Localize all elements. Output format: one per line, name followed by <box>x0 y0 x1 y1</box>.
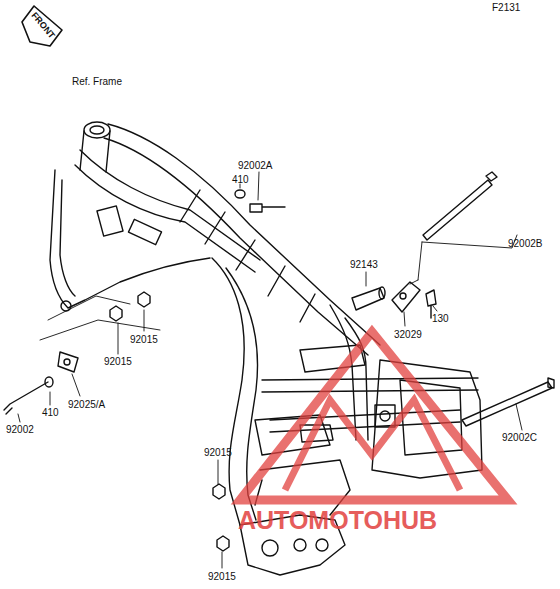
callout-number: 92002A <box>238 160 272 171</box>
callout-number: 92002C <box>502 432 537 443</box>
callout-number: 92025/A <box>68 399 105 410</box>
reference-label: Ref. Frame <box>72 76 122 87</box>
callout-number: 410 <box>232 174 249 185</box>
callout-number: 92015 <box>104 356 132 367</box>
callout-number: 92015 <box>204 447 232 458</box>
callout-number: 92002B <box>508 238 542 249</box>
watermark-logo <box>240 332 508 500</box>
callout-number: 92015 <box>130 334 158 345</box>
callout-number: 92143 <box>350 259 378 270</box>
front-arrow <box>22 6 62 46</box>
callout-number: 410 <box>42 407 59 418</box>
callout-number: 130 <box>432 313 449 324</box>
callout-number: 92002 <box>6 424 34 435</box>
callout-number: 32029 <box>394 329 422 340</box>
figure-code: F2131 <box>492 2 520 13</box>
callout-number: 92015 <box>208 571 236 582</box>
watermark-text: AUTOMOTOHUB <box>238 507 437 535</box>
